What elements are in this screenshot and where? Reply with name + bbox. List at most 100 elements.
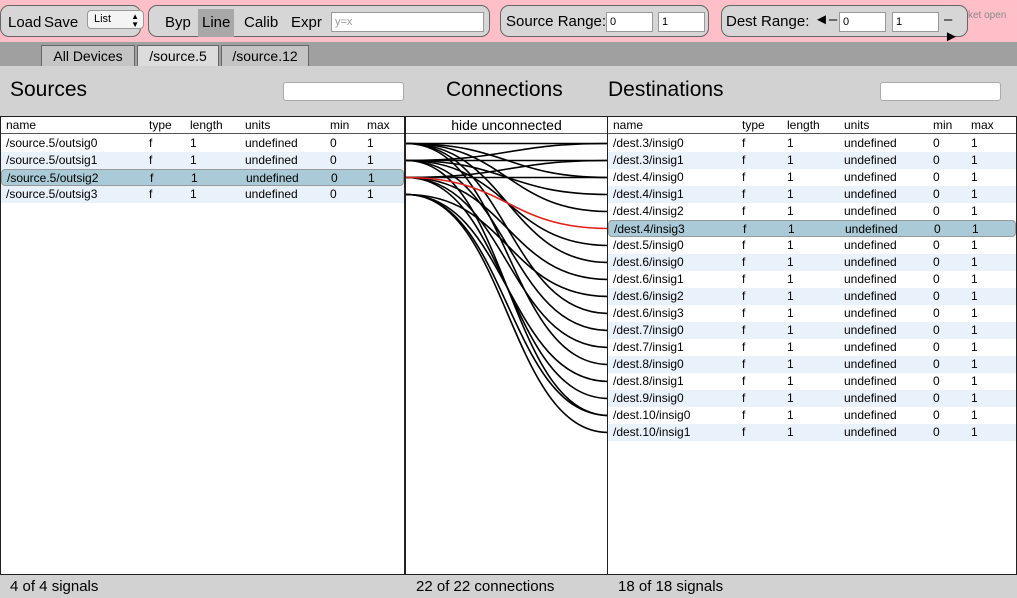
cell-type: f <box>742 187 746 201</box>
tab-source-5[interactable]: /source.5 <box>137 45 219 66</box>
mode-line-button[interactable]: Line <box>198 9 235 37</box>
col-name[interactable]: name <box>613 118 644 132</box>
col-min[interactable]: min <box>330 118 350 132</box>
col-type[interactable]: type <box>149 118 172 132</box>
cell-max: 1 <box>971 391 978 405</box>
col-units[interactable]: units <box>844 118 870 132</box>
cell-length: 1 <box>190 187 197 201</box>
cell-length: 1 <box>787 187 794 201</box>
cell-length: 1 <box>787 374 794 388</box>
cell-name: /dest.3/insig1 <box>613 153 684 167</box>
load-button[interactable]: Load <box>8 14 42 31</box>
sources-search-input[interactable] <box>283 82 404 101</box>
arrow-right-icon[interactable]: –► <box>944 11 959 45</box>
cell-length: 1 <box>191 171 198 185</box>
source-range-min-input[interactable]: 0 <box>606 12 653 32</box>
cell-units: undefined <box>844 306 897 320</box>
cell-type: f <box>742 204 746 218</box>
connections-header: hide unconnected <box>406 117 607 134</box>
cell-name: /source.5/outsig1 <box>6 153 98 167</box>
connection-line[interactable] <box>406 142 608 366</box>
arrow-left-icon[interactable]: ◄– <box>814 11 838 28</box>
cell-length: 1 <box>787 391 794 405</box>
cell-type: f <box>742 136 746 150</box>
connection-line[interactable] <box>406 176 608 349</box>
cell-min: 0 <box>933 289 940 303</box>
hide-unconnected-button[interactable]: hide unconnected <box>451 117 562 133</box>
connections-footer: 22 of 22 connections <box>406 575 607 598</box>
tab-all-devices[interactable]: All Devices <box>41 45 135 66</box>
cell-units: undefined <box>245 153 298 167</box>
cell-name: /dest.8/insig0 <box>613 357 684 371</box>
col-name[interactable]: name <box>6 118 37 132</box>
col-type[interactable]: type <box>742 118 765 132</box>
connection-line[interactable] <box>406 193 608 434</box>
cell-min: 0 <box>933 408 940 422</box>
cell-type: f <box>742 408 746 422</box>
connection-line-selected[interactable] <box>406 176 608 230</box>
cell-units: undefined <box>844 187 897 201</box>
col-min[interactable]: min <box>933 118 953 132</box>
dest-range-min-input[interactable]: 0 <box>839 12 886 32</box>
expression-input[interactable]: y=x <box>331 12 484 32</box>
cell-name: /dest.6/insig0 <box>613 255 684 269</box>
dest-range-max-input[interactable]: 1 <box>892 12 939 32</box>
cell-max: 1 <box>971 136 978 150</box>
cell-length: 1 <box>787 204 794 218</box>
cell-type: f <box>742 170 746 184</box>
cell-length: 1 <box>787 306 794 320</box>
connection-line[interactable] <box>406 193 608 298</box>
cell-max: 1 <box>971 238 978 252</box>
cell-units: undefined <box>844 425 897 439</box>
source-range-label: Source Range: <box>506 13 607 30</box>
cell-max: 1 <box>971 425 978 439</box>
mode-calib-button[interactable]: Calib <box>244 14 279 31</box>
col-max[interactable]: max <box>971 118 994 132</box>
connection-lines[interactable] <box>406 117 608 575</box>
cell-length: 1 <box>190 153 197 167</box>
cell-min: 0 <box>933 357 940 371</box>
cell-name: /dest.8/insig1 <box>613 374 684 388</box>
mode-expr-button[interactable]: Expr <box>291 14 322 31</box>
source-range-max-input[interactable]: 1 <box>658 12 705 32</box>
cell-length: 1 <box>787 357 794 371</box>
dest-range-label: Dest Range: <box>726 13 810 30</box>
view-select[interactable]: List ▲▼ <box>87 10 144 29</box>
mode-byp-button[interactable]: Byp <box>165 14 191 31</box>
destinations-search-input[interactable] <box>880 82 1001 101</box>
cell-type: f <box>149 187 153 201</box>
save-button[interactable]: Save <box>44 14 79 31</box>
col-length[interactable]: length <box>787 118 820 132</box>
col-units[interactable]: units <box>245 118 271 132</box>
cell-length: 1 <box>787 238 794 252</box>
connection-line[interactable] <box>406 176 608 281</box>
tab-source-12[interactable]: /source.12 <box>221 45 309 66</box>
col-length[interactable]: length <box>190 118 223 132</box>
cell-length: 1 <box>190 136 197 150</box>
col-max[interactable]: max <box>367 118 390 132</box>
connection-line[interactable] <box>406 193 608 383</box>
cell-max: 1 <box>971 289 978 303</box>
